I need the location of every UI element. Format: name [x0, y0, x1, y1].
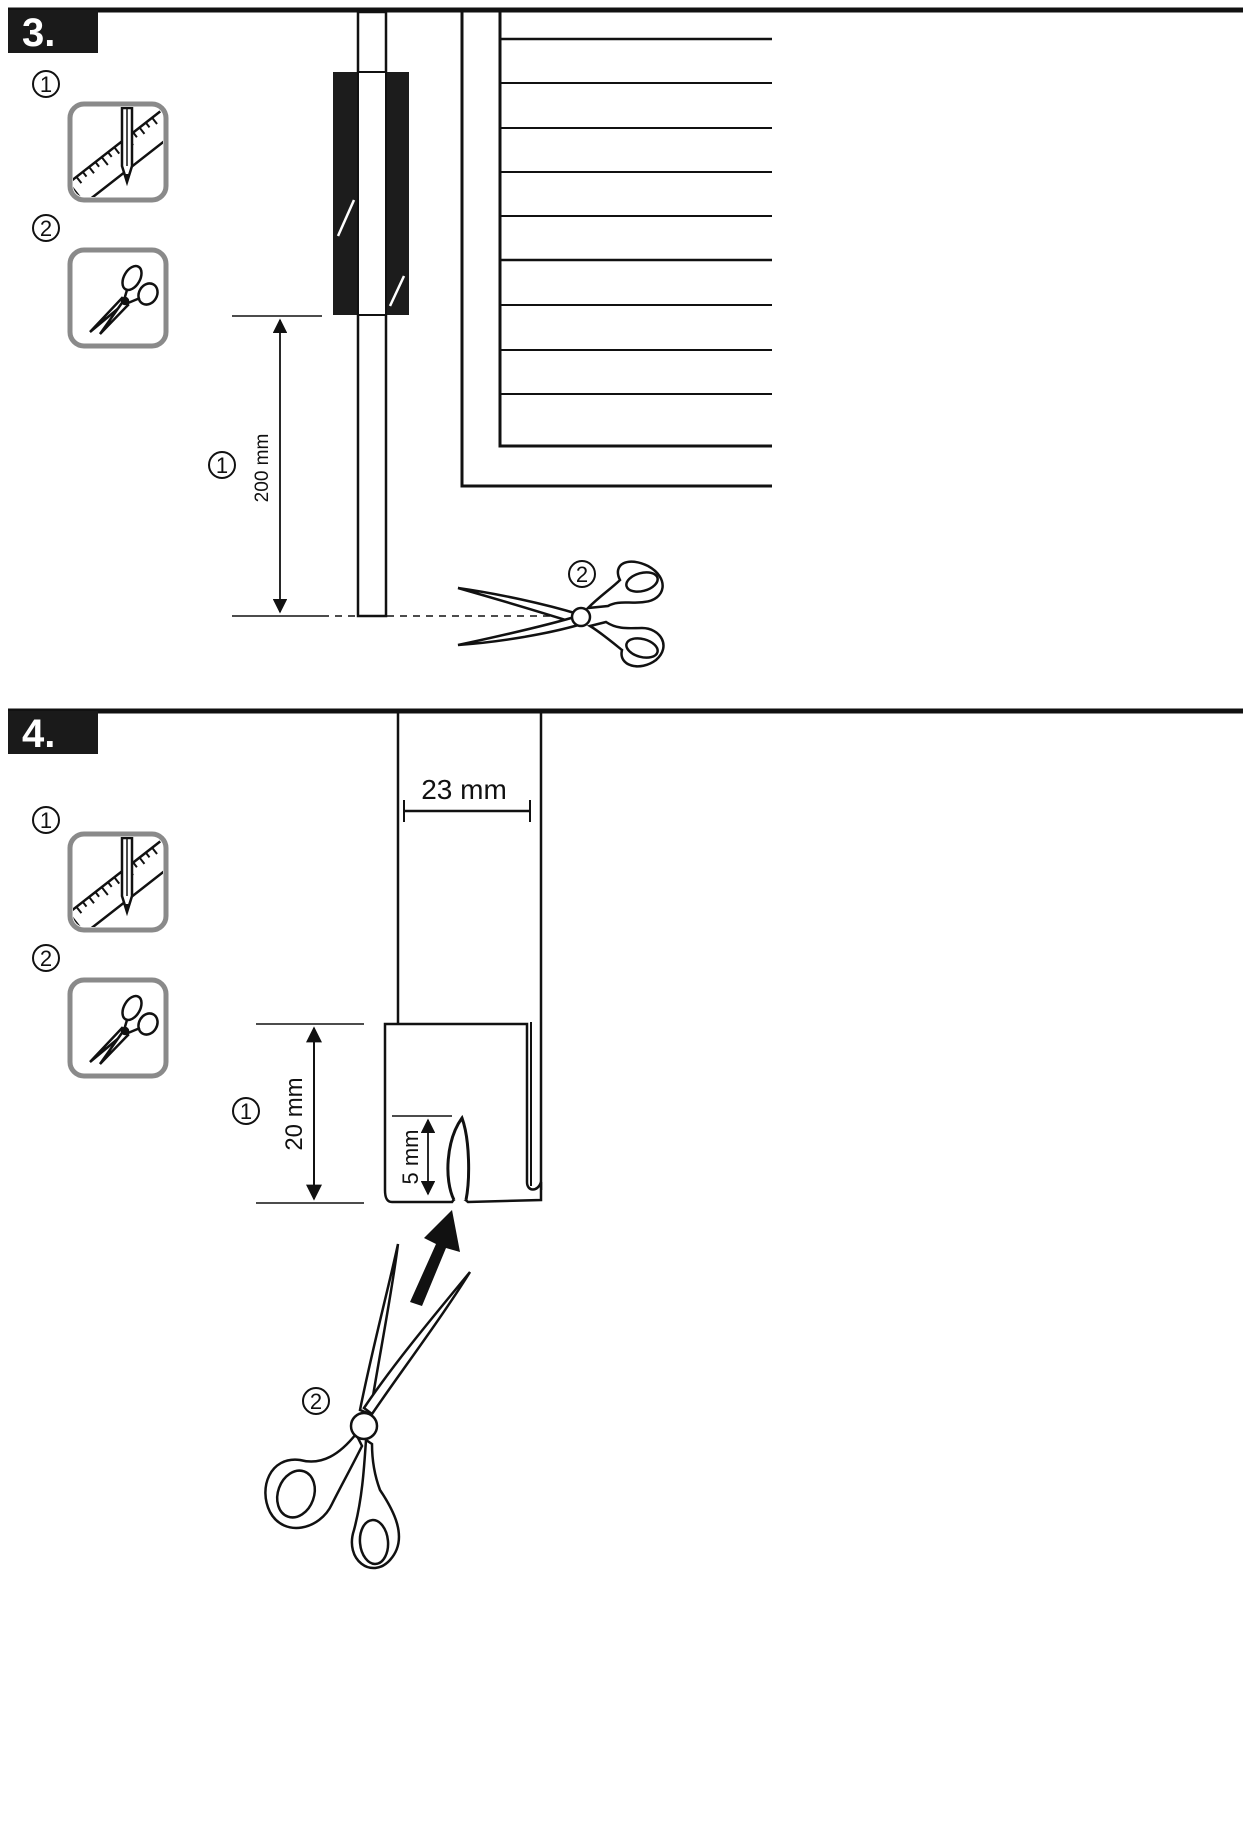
step-4-badge — [8, 711, 98, 754]
step-3: 3. 1 2 — [8, 7, 1243, 668]
clip-block — [333, 71, 409, 316]
step-4-cut-number: 2 — [310, 1389, 322, 1414]
cut-direction-arrow-icon — [410, 1210, 460, 1306]
step-3-cut-number: 2 — [576, 562, 588, 587]
ruler-pencil-icon — [69, 834, 180, 933]
scissors-icon — [70, 980, 166, 1076]
blind-panel — [460, 12, 772, 488]
scissors-cut-icon — [264, 1243, 472, 1570]
dimension-23mm: 23 mm — [403, 774, 531, 822]
dimension-200mm: 200 mm 1 — [208, 315, 322, 617]
step-4-icon-1-number: 1 — [40, 808, 52, 833]
step-3-icon-1-number: 1 — [40, 72, 52, 97]
dimension-200mm-number: 1 — [216, 453, 228, 478]
dimension-20mm-label: 20 mm — [281, 1077, 308, 1150]
dimension-20mm-number: 1 — [240, 1099, 252, 1124]
dimension-23mm-label: 23 mm — [421, 774, 507, 805]
dimension-20mm: 20 mm 1 — [232, 1023, 364, 1204]
scissors-cut-icon — [457, 560, 665, 668]
dimension-200mm-label: 200 mm — [252, 434, 273, 503]
scissors-icon — [70, 250, 166, 346]
ruler-pencil-icon — [69, 104, 180, 203]
dimension-5mm-label: 5 mm — [398, 1130, 423, 1185]
step-4-label: 4. — [22, 712, 55, 756]
step-3-badge — [8, 10, 98, 53]
step-3-icon-2-number: 2 — [40, 216, 52, 241]
dimension-5mm: 5 mm — [392, 1115, 452, 1196]
step-4: 4. 1 2 23 mm 20 mm — [8, 708, 1243, 1570]
step-3-label: 3. — [22, 11, 55, 55]
step-4-icon-2-number: 2 — [40, 946, 52, 971]
